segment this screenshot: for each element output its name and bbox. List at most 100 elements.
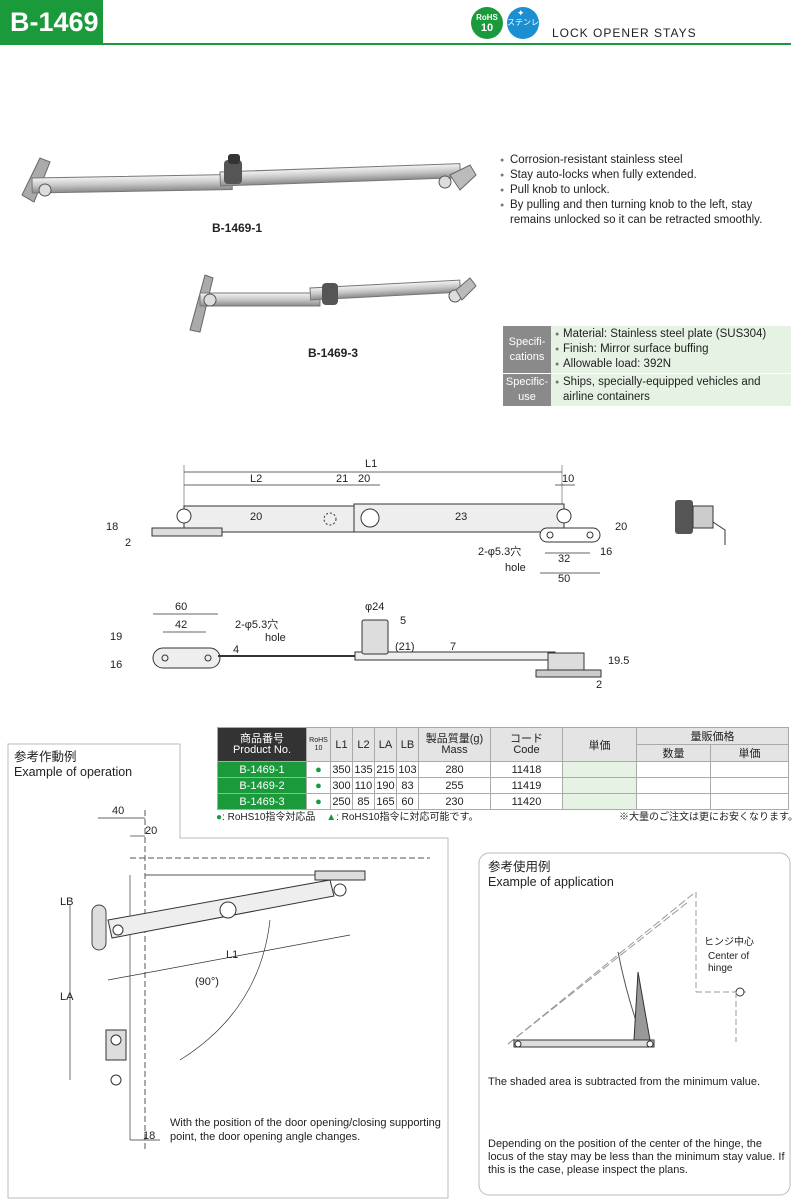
col-rohs: RoHS 10: [306, 727, 331, 762]
dim-h18: 18: [106, 521, 118, 533]
dim-21: (21): [395, 641, 415, 653]
cell-l2: 135: [352, 761, 375, 778]
dim-40: 40: [112, 805, 124, 817]
dim-60: 60: [175, 601, 187, 613]
spec-item: Material: Stainless steel plate (SUS304): [555, 327, 787, 342]
dim-5: 5: [400, 615, 406, 627]
rohs-badge-top: RoHS: [476, 13, 498, 22]
operation-title-en: Example of operation: [14, 765, 133, 779]
col-label: 10: [314, 744, 323, 752]
col-label: コード: [510, 732, 543, 745]
application-title-en: Example of application: [488, 875, 614, 889]
feature-list: Corrosion-resistant stainless steel Stay…: [500, 153, 792, 228]
col-lb: LB: [396, 727, 419, 762]
operation-panel-border: [7, 743, 449, 1199]
product-category-title: LOCK OPENER STAYS: [552, 26, 697, 40]
application-panel-border: [478, 852, 791, 1196]
table-note-left: ●: RoHS10指令対応品 ▲: RoHS10指令に対応可能です。: [216, 808, 478, 823]
cell-volume-unit: [710, 793, 789, 810]
dim-18: 18: [143, 1130, 155, 1142]
col-label: Mass: [441, 743, 468, 756]
spec-item: Finish: Mirror surface buffing: [555, 342, 787, 357]
cell-mass: 230: [418, 793, 491, 810]
top-view-drawing: L1 L2 21 20 10 20 23 18 2 16 20 2-φ5.3穴 …: [106, 458, 726, 585]
cell-la: 165: [374, 793, 397, 810]
dim-21: 21: [336, 473, 348, 485]
col-volume-unit: 単価: [710, 744, 789, 762]
dim-20: 20: [358, 473, 370, 485]
side-view-drawing: 60 42 2-φ5.3穴 hole φ24 5 (21) 7 4 19 16 …: [110, 601, 629, 691]
dim-h2: 2: [125, 537, 131, 549]
rohs-badge: RoHS 10: [471, 7, 503, 39]
cell-unit-price: [562, 761, 637, 778]
spec-row-specifications: Specifi-cations Material: Stainless stee…: [503, 326, 791, 374]
col-volume-price: 量販価格: [636, 727, 789, 745]
spec-label: Specifi-cations: [503, 326, 551, 373]
hole-label-en: hole: [505, 562, 526, 574]
hole-label-en: hole: [265, 632, 286, 644]
model-badge: B-1469: [0, 0, 103, 45]
angle-90: (90°): [195, 976, 219, 988]
dim-20: 20: [145, 825, 157, 837]
operation-title: 参考作動例 Example of operation: [14, 750, 132, 780]
product-caption-1: B-1469-1: [212, 221, 263, 235]
application-note-hinge: Depending on the position of the center …: [488, 1138, 785, 1176]
stainless-badge: ✦ ステンレス: [507, 7, 539, 59]
col-label: 商品番号: [240, 732, 284, 745]
operation-panel: 40 20 LB LA L1 (90°) 18: [7, 743, 449, 1199]
dim-16: 16: [110, 659, 122, 671]
spec-table: Specifi-cations Material: Stainless stee…: [503, 326, 791, 407]
rohs-triangle-symbol: ▲: [326, 812, 337, 823]
dim-4: 4: [233, 644, 239, 656]
spec-item: Allowable load: 392N: [555, 357, 787, 372]
dim-l1: L1: [226, 949, 238, 961]
dim-l2: L2: [250, 473, 262, 485]
cell-code: 11418: [490, 761, 563, 778]
dim-la: LA: [60, 991, 74, 1003]
cell-unit-price: [562, 793, 637, 810]
hinge-label-en-2: hinge: [708, 963, 733, 974]
use-label-line: use: [518, 391, 536, 403]
stay-photo-3: [189, 274, 477, 333]
dim-10: 10: [562, 473, 574, 485]
cell-lb: 83: [396, 777, 419, 794]
application-note-shaded: The shaded area is subtracted from the m…: [488, 1076, 761, 1088]
product-table: 商品番号 Product No. RoHS 10 L1 L2 LA LB 製品質…: [217, 727, 789, 810]
cell-quantity: [636, 761, 711, 778]
rohs-dot-symbol: ●: [216, 812, 223, 823]
use-body: Ships, specially-equipped vehicles and a…: [551, 374, 791, 406]
dim-19: 19: [110, 631, 122, 643]
operation-title-jp: 参考作動例: [14, 750, 77, 764]
use-label-line: Specific-: [505, 376, 549, 388]
stay-photo-1: [21, 154, 477, 203]
hole-label-jp: 2-φ5.3穴: [478, 544, 521, 558]
cell-volume-unit: [710, 761, 789, 778]
dim-32: 32: [558, 553, 570, 565]
cell-code: 11419: [490, 777, 563, 794]
col-label: Product No.: [232, 743, 292, 756]
dim-phi24: φ24: [365, 601, 384, 613]
spec-label-line: Specifi-: [508, 335, 546, 348]
cell-code: 11420: [490, 793, 563, 810]
product-caption-3: B-1469-3: [308, 346, 359, 360]
dim-42: 42: [175, 619, 187, 631]
dim-2: 2: [596, 679, 602, 691]
col-unit-price: 単価: [562, 727, 637, 762]
operation-note: With the position of the door opening/cl…: [170, 1117, 441, 1143]
dim-7: 7: [450, 641, 456, 653]
dim-h20: 20: [250, 511, 262, 523]
note-text: : RoHS10指令対応品: [222, 812, 316, 823]
hole-label-jp: 2-φ5.3穴: [235, 617, 278, 631]
hinge-label-en-1: Center of: [708, 951, 749, 962]
knob-end-view: [675, 500, 726, 545]
star-icon: ✦: [517, 9, 525, 19]
col-label: 製品質量(g): [425, 732, 484, 745]
table-row: B-1469-1 ● 350 135 215 103 280 11418: [217, 761, 789, 778]
dim-lb: LB: [60, 896, 73, 908]
table-row: B-1469-3 ● 250 85 165 60 230 11420: [217, 793, 789, 810]
table-note-right: ※大量のご注文は更にお安くなります。: [619, 812, 798, 823]
feature-item: Stay auto-locks when fully extended.: [500, 168, 792, 183]
cell-unit-price: [562, 777, 637, 794]
dim-h16: 16: [600, 546, 612, 558]
col-code: コード Code: [490, 727, 563, 762]
